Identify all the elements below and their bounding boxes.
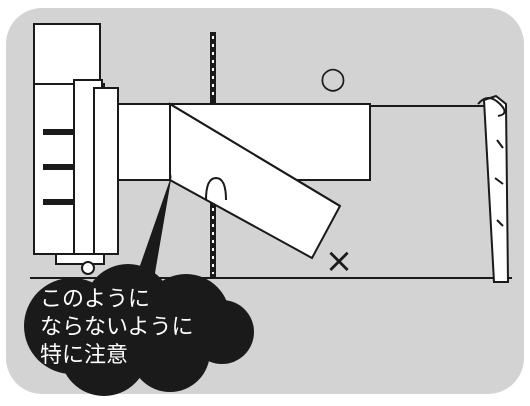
wooden-post bbox=[477, 94, 510, 283]
duct-incorrect bbox=[169, 102, 342, 260]
callout-text-line1: このように bbox=[40, 287, 150, 312]
vertical-rod-top bbox=[210, 32, 216, 104]
callout-text-line2: ならないように bbox=[40, 315, 194, 340]
callout-bubble bbox=[24, 264, 254, 396]
correct-mark: ○ bbox=[320, 61, 346, 96]
callout-text-line3: 特に注意 bbox=[40, 343, 128, 368]
vertical-rod-bottom bbox=[210, 196, 216, 278]
hanger-hook bbox=[205, 176, 227, 201]
wall-unit bbox=[33, 23, 119, 275]
incorrect-mark: × bbox=[325, 241, 354, 281]
